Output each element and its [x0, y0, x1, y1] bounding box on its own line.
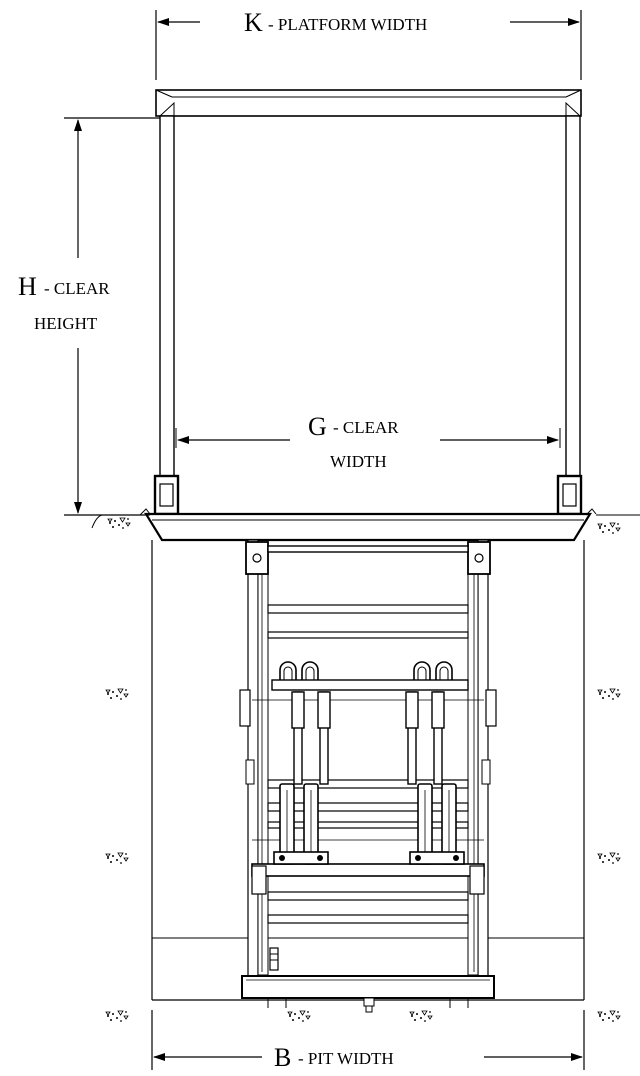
g-clear-width-dimension: G - CLEAR WIDTH [175, 412, 561, 471]
cross-members [251, 545, 485, 924]
k-platform-width-dimension: K - PLATFORM WIDTH [155, 8, 582, 80]
hydraulic-cylinders [273, 691, 465, 865]
g-label-line2: WIDTH [330, 452, 387, 471]
platform-guard-frame [153, 89, 583, 516]
h-clear-height-dimension: H - CLEAR HEIGHT [18, 117, 168, 516]
ground-surface [91, 508, 640, 1023]
g-letter: G [308, 412, 327, 441]
b-label: - PIT WIDTH [298, 1049, 394, 1068]
h-label-line2: HEIGHT [34, 314, 98, 333]
k-label: - PLATFORM WIDTH [268, 15, 427, 34]
platform-deck [144, 512, 592, 542]
cylinder-rollers [279, 661, 453, 680]
pit [151, 540, 585, 1001]
lift-mechanism [239, 539, 497, 981]
g-label-line1: - CLEAR [333, 418, 399, 437]
b-letter: B [274, 1043, 291, 1072]
h-letter: H [18, 272, 37, 301]
base-frame [241, 975, 495, 1013]
h-label-line1: - CLEAR [44, 279, 110, 298]
b-pit-width-dimension: B - PIT WIDTH [151, 1010, 585, 1072]
k-letter: K [244, 8, 263, 37]
